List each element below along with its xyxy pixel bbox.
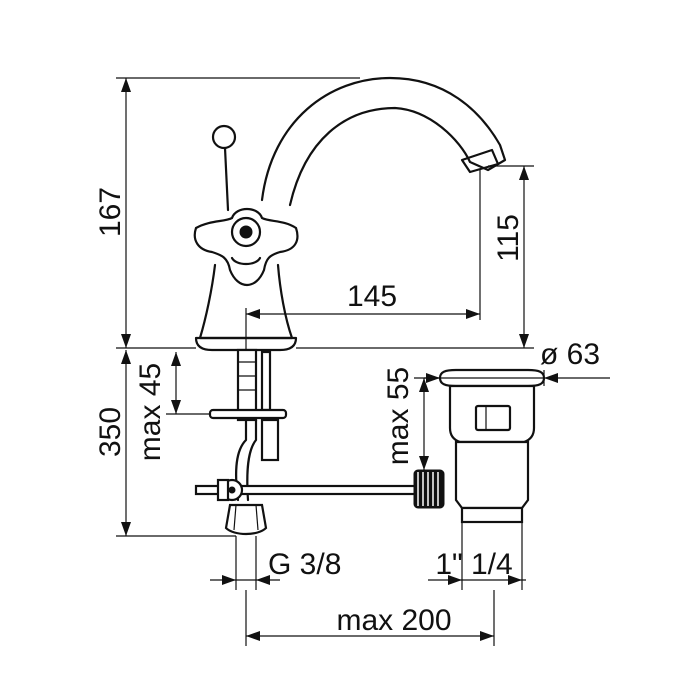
fixing-nut	[260, 418, 280, 462]
dimension-labels: 167 115 145 ø 63 max 45 max 55 350 G 3/8…	[94, 187, 600, 637]
spout	[260, 76, 507, 207]
faucet	[193, 76, 507, 352]
dimension-lines	[116, 77, 610, 646]
dim-waste-max: max 55	[382, 367, 415, 465]
dim-max-deck: max 45	[134, 363, 167, 461]
fixing-washer	[208, 408, 288, 420]
dim-waste-thread: 1" 1/4	[435, 548, 512, 581]
dim-supply-thread: G 3/8	[268, 548, 341, 581]
waste-slot	[474, 404, 512, 432]
connector-facet	[255, 504, 259, 531]
dim-spout-height: 115	[492, 214, 525, 262]
lever-rod	[223, 146, 230, 212]
under-deck	[194, 348, 420, 536]
pop-up-rod	[260, 350, 272, 412]
linkage-screw	[228, 486, 236, 494]
waste-body	[448, 384, 536, 444]
dim-spout-reach: 145	[347, 280, 397, 313]
linkage-knob	[216, 478, 230, 502]
knurling	[417, 472, 439, 506]
dim-total-height: 167	[94, 187, 127, 237]
handle-hub	[230, 256, 262, 266]
handle-cap-inner	[239, 225, 253, 239]
lever-ball	[211, 124, 237, 150]
waste-tailpiece	[454, 440, 530, 510]
dim-supply-length: 350	[94, 407, 127, 457]
connector-facet	[233, 504, 237, 531]
waste-lever-nut	[413, 469, 445, 509]
spout-aerator	[460, 148, 500, 174]
dim-waste-diameter: ø 63	[540, 338, 600, 371]
pop-up-waste	[413, 368, 546, 524]
dim-max-200: max 200	[336, 604, 451, 637]
waste-outlet	[460, 506, 524, 524]
supply-connector	[224, 503, 268, 536]
base-plate	[194, 336, 298, 352]
